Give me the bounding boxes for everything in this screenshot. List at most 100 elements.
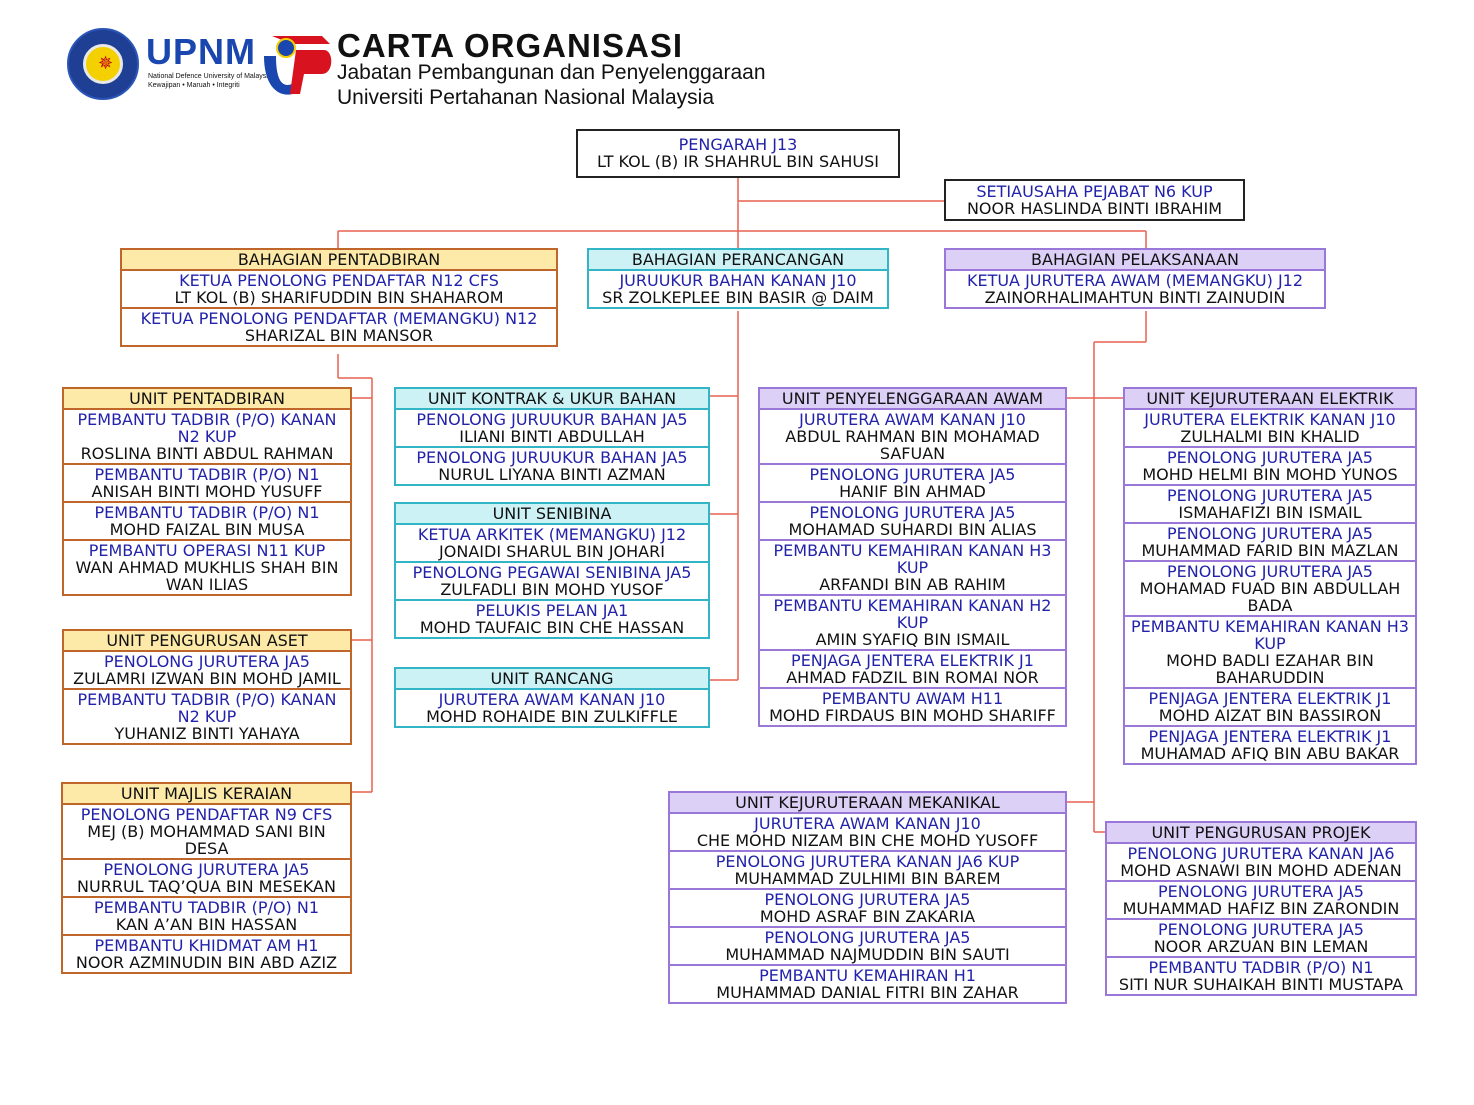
staff-title: PENOLONG JURUTERA JA5 (1167, 562, 1373, 581)
section-header: UNIT SENIBINA (396, 504, 708, 525)
staff-name: WAN AHMAD MUKHLIS SHAH BIN WAN ILIAS (75, 558, 339, 594)
staff-title: PEMBANTU OPERASI N11 KUP (88, 541, 326, 560)
staff-name: MUHAMMAD ZULHIMI BIN BAREM (734, 869, 1001, 888)
staff-title: PENOLONG JURUTERA JA5 (1167, 448, 1373, 467)
section-header: BAHAGIAN PELAKSANAAN (946, 250, 1324, 271)
staff-title: PEMBANTU KEMAHIRAN KANAN H2 KUP (773, 596, 1052, 632)
staff-name: SR ZOLKEPLEE BIN BASIR @ DAIM (602, 288, 874, 307)
staff-name: AMIN SYAFIQ BIN ISMAIL (815, 630, 1010, 649)
staff-title: PENJAGA JENTERA ELEKTRIK J1 (1148, 727, 1392, 746)
staff-title: PENJAGA JENTERA ELEKTRIK J1 (791, 651, 1034, 670)
staff-title: PEMBANTU KEMAHIRAN KANAN H3 KUP (773, 541, 1052, 577)
staff-name: NURRUL TAQ’QUA BIN MESEKAN (77, 877, 336, 896)
staff-title: PEMBANTU KEMAHIRAN KANAN H3 KUP (1131, 617, 1409, 653)
staff-name: KAN A’AN BIN HASSAN (115, 915, 298, 934)
staff-title: PENOLONG JURUTERA JA5 (1158, 920, 1364, 939)
upnm-logo-subtext: National Defence University of Malaysia … (148, 73, 272, 89)
staff-name: CHE MOHD NIZAM BIN CHE MOHD YUSOFF (696, 831, 1039, 850)
staff-name: MOHD TAUFAIC BIN CHE HASSAN (419, 618, 685, 637)
staff-name: HANIF BIN AHMAD (839, 482, 986, 501)
staff-name: MUHAMMAD HAFIZ BIN ZARONDIN (1122, 899, 1400, 918)
staff-title: PEMBANTU TADBIR (P/O) N1 (94, 503, 320, 522)
staff-name: LT KOL (B) SHARIFUDDIN BIN SHAHAROM (174, 288, 504, 307)
upnm-seal-logo: ✵ (67, 28, 139, 100)
staff-title: PEMBANTU TADBIR (P/O) KANAN N2 KUP (77, 410, 337, 446)
staff-name: AHMAD FADZIL BIN ROMAI NOR (786, 668, 1039, 687)
chart-subtitle-department: Jabatan Pembangunan dan Penyelenggaraan (337, 61, 766, 84)
staff-name: MOHD FAIZAL BIN MUSA (109, 520, 305, 539)
staff-title: PENJAGA JENTERA ELEKTRIK J1 (1148, 689, 1392, 708)
staff-name: MOHAMAD FUAD BIN ABDULLAH BADA (1139, 579, 1401, 615)
staff-name: MUHAMMAD DANIAL FITRI BIN ZAHAR (716, 983, 1019, 1002)
staff-title: KETUA ARKITEK (MEMANGKU) J12 (417, 525, 687, 544)
staff-title: PEMBANTU TADBIR (P/O) N1 (94, 465, 320, 484)
staff-title: JURUTERA AWAM KANAN J10 (438, 690, 666, 709)
section-header: BAHAGIAN PERANCANGAN (589, 250, 887, 271)
staff-title: PEMBANTU AWAM H11 (821, 689, 1004, 708)
upnm-logo-text: UPNM (146, 31, 256, 72)
chart-subtitle-university: Universiti Pertahanan Nasional Malaysia (337, 86, 715, 109)
section-header: UNIT KONTRAK & UKUR BAHAN (396, 389, 708, 410)
staff-title: PENOLONG JURUTERA JA5 (809, 503, 1016, 522)
section-header: UNIT KEJURUTERAAN MEKANIKAL (670, 793, 1065, 814)
staff-title: KETUA PENOLONG PENDAFTAR (MEMANGKU) N12 (140, 309, 538, 328)
staff-name: NOOR AZMINUDIN BIN ABD AZIZ (75, 953, 338, 972)
staff-title: PENOLONG JURUTERA JA5 (1167, 486, 1373, 505)
staff-title: PENOLONG JURUTERA KANAN JA6 KUP (715, 852, 1020, 871)
jpp-logo (264, 36, 332, 95)
staff-title: PENOLONG JURUTERA JA5 (809, 465, 1016, 484)
staff-title: PENOLONG JURUTERA JA5 (764, 928, 971, 947)
staff-title: PEMBANTU TADBIR (P/O) N1 (1148, 958, 1374, 977)
pengarah-box: PENGARAH J13 LT KOL (B) IR SHAHRUL BIN S… (576, 129, 900, 178)
staff-name: NURUL LIYANA BINTI AZMAN (438, 465, 666, 484)
staff-name: ZULHALMI BIN KHALID (1180, 427, 1360, 446)
staff-name: MOHAMAD SUHARDI BIN ALIAS (788, 520, 1037, 539)
staff-name: ANISAH BINTI MOHD YUSUFF (91, 482, 323, 501)
staff-title: KETUA PENOLONG PENDAFTAR N12 CFS (179, 271, 499, 290)
section-header: UNIT RANCANG (396, 669, 708, 690)
staff-title: PENOLONG JURUTERA JA5 (104, 652, 310, 671)
staff-name: ROSLINA BINTI ABDUL RAHMAN (80, 444, 334, 463)
staff-name: ARFANDI BIN AB RAHIM (819, 575, 1006, 594)
staff-name: ISMAHAFIZI BIN ISMAIL (1178, 503, 1362, 522)
staff-title: PEMBANTU KHIDMAT AM H1 (94, 936, 319, 955)
staff-title: PENOLONG JURUUKUR BAHAN JA5 (416, 448, 688, 467)
staff-title: PENOLONG JURUTERA JA5 (764, 890, 971, 909)
staff-name: ILIANI BINTI ABDULLAH (459, 427, 645, 446)
staff-name: NOOR HASLINDA BINTI IBRAHIM (966, 199, 1223, 218)
unit-kontrak-ukur-bahan-box: UNIT KONTRAK & UKUR BAHAN PENOLONG JURUUK… (394, 387, 710, 486)
staff-name: MOHD HELMI BIN MOHD YUNOS (1142, 465, 1398, 484)
